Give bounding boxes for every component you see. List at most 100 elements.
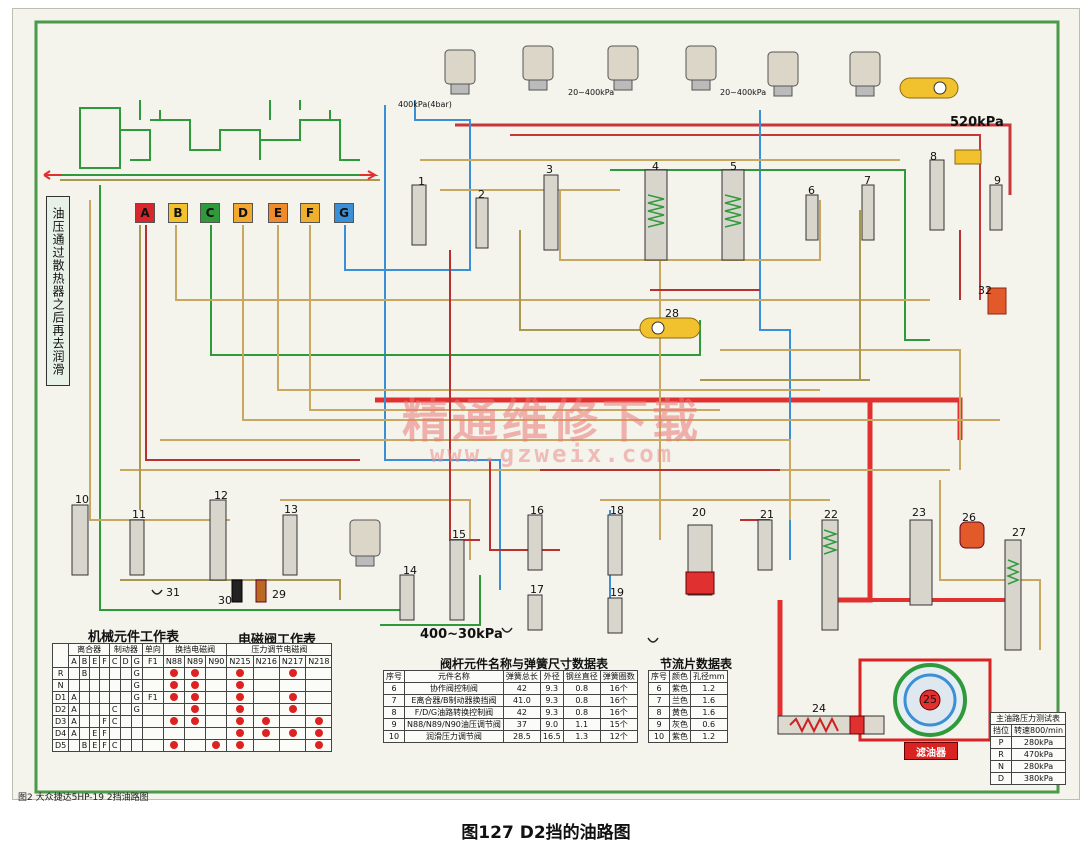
mech-cell: [130, 727, 143, 740]
valve-table-cell: 37: [502, 718, 541, 731]
solenoid-cell: [184, 715, 207, 728]
pressure-test-title: 主油路压力测试表: [989, 712, 1067, 725]
gear-label: D2: [51, 703, 70, 716]
mech-cell: [141, 703, 164, 716]
mech-table-title: 机械元件工作表: [88, 630, 180, 645]
solenoid-active-dot: [191, 680, 200, 689]
valve-table-cell: 41.0: [502, 694, 541, 707]
component-20: 20: [692, 506, 706, 519]
green-line-4: [610, 169, 930, 341]
mech-cell: F1: [141, 691, 164, 704]
solenoid-letter-g: G: [334, 203, 354, 223]
mech-cell: A: [68, 703, 80, 716]
solenoid-5: [767, 51, 799, 97]
solenoid-col-header: N216: [252, 655, 280, 668]
solenoid-cell: [184, 679, 207, 692]
valve-table-cell: 6: [383, 682, 405, 695]
flow-arrow-left: [43, 170, 62, 180]
mech-group-brake: 制动器: [108, 643, 143, 656]
valve-table-cell: 9.3: [539, 694, 564, 707]
pressure-label-400-30: 400~30kPa: [420, 627, 503, 642]
valve-table-cell: E离合器/B制动器换挡阀: [404, 694, 504, 707]
valve-table-cell: 9.3: [539, 682, 564, 695]
orifice-table-cell: 1.6: [690, 694, 728, 707]
mech-col-header: E: [89, 655, 101, 668]
solenoid-active-dot: [191, 704, 200, 713]
solenoid-active-dot: [288, 692, 297, 701]
component-16: 16: [530, 504, 544, 517]
component-6: 6: [808, 184, 815, 197]
mech-cell: [141, 727, 164, 740]
mech-cell: B: [78, 667, 91, 680]
solenoid-cell: [162, 691, 186, 704]
oil-pump-25: [893, 663, 967, 737]
solenoid-cell: [184, 703, 207, 716]
solenoid-active-dot: [236, 668, 245, 677]
mech-cell: E: [89, 727, 101, 740]
mech-cell: [119, 739, 132, 752]
solenoid-active-dot: [236, 740, 245, 749]
component-30: 30: [218, 594, 232, 607]
solenoid-cell: [305, 691, 333, 704]
solenoid-col-header: N89: [184, 655, 207, 668]
valve-table-cell: F/D/G油路转换控制阀: [404, 706, 504, 719]
solenoid-cell: [278, 703, 307, 716]
component-4: 4: [652, 160, 659, 173]
solenoid-cell: [162, 727, 186, 740]
figure-caption: 图127 D2挡的油路图: [461, 823, 631, 843]
component-7: 7: [864, 174, 871, 187]
gear-label: D1: [51, 691, 70, 704]
solenoid-active-dot: [169, 692, 178, 701]
valve-table-cell: 9.0: [539, 718, 564, 731]
orifice-table-cell: 黄色: [669, 706, 691, 719]
solenoid-active-dot: [191, 668, 200, 677]
valve-table-cell: N88/N89/N90油压调节阀: [404, 718, 504, 731]
blue-line-1: [344, 100, 471, 271]
mech-cell: [108, 691, 121, 704]
solenoid-1: [444, 49, 476, 95]
solenoid-cell: [305, 739, 333, 752]
valve-table-cell: 12个: [599, 730, 638, 743]
hand-valve-schematic: [60, 100, 370, 176]
valve-table-cell: 10: [383, 730, 405, 743]
mech-col-header: A: [68, 655, 80, 668]
pressure-switch-29: [255, 579, 267, 603]
solenoid-letter-e: E: [268, 203, 288, 223]
solenoid-cell: [252, 691, 280, 704]
mech-cell: [99, 667, 110, 680]
mech-cell: [78, 703, 91, 716]
solenoid-cell: [205, 679, 228, 692]
gear-label: D4: [51, 727, 70, 740]
valve-table-cell: 42: [502, 682, 541, 695]
valve-table-title: 阀杆元件名称与弹簧尺寸数据表: [440, 657, 609, 671]
component-5: 5: [730, 160, 737, 173]
solenoid-3: [607, 45, 639, 91]
solenoid-active-dot: [262, 716, 271, 725]
solenoid-6: [849, 51, 881, 97]
solenoid-4: [685, 45, 717, 91]
solenoid-active-dot: [169, 680, 178, 689]
circuit-border: [34, 20, 1060, 794]
mech-cell: [130, 739, 143, 752]
pressure-test-cell: 280kPa: [1010, 736, 1067, 749]
component-28: 28: [665, 307, 679, 320]
solenoid-active-dot: [236, 692, 245, 701]
valve-29-top: [954, 149, 982, 165]
upper-valves: [411, 159, 1003, 261]
solenoid-active-dot: [236, 680, 245, 689]
orifice-table-cell: 1.6: [690, 706, 728, 719]
solenoid-cell: [226, 727, 254, 740]
component-24: 24: [812, 702, 826, 715]
mech-cell: [99, 691, 110, 704]
